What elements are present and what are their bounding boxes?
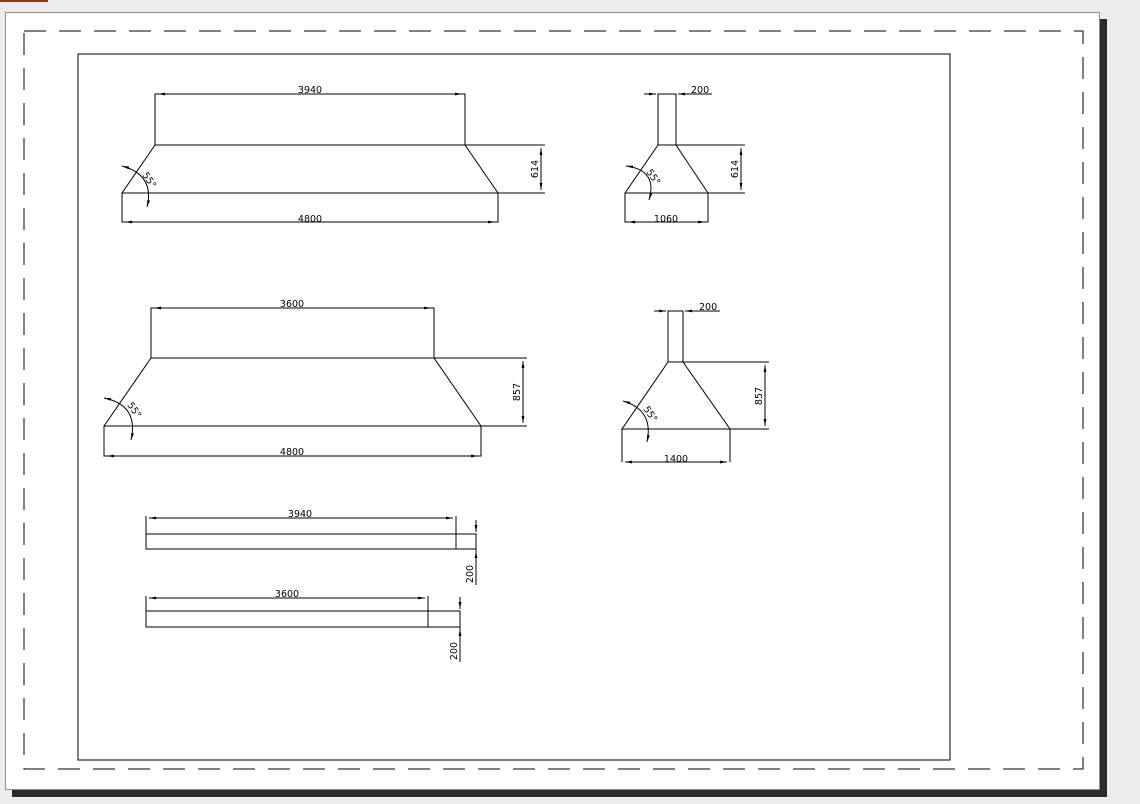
- strip1-length-label: 3940: [288, 509, 312, 520]
- view1-angle-label: 55°: [140, 170, 159, 190]
- view2-bottom-width-label: 1060: [654, 214, 678, 225]
- view4-angle-label: 55°: [641, 404, 660, 424]
- hood-side-view-1[interactable]: [624, 92, 745, 224]
- hood-front-view-2[interactable]: [103, 306, 527, 458]
- strip2-length-label: 3600: [275, 589, 299, 600]
- drawing-frame: [77, 53, 951, 761]
- view3-angle-arc: [103, 397, 134, 441]
- printable-area-border: [23, 30, 1084, 770]
- view3-top-width-label: 3600: [280, 299, 304, 310]
- hood-front-view-1[interactable]: [121, 92, 545, 224]
- view1-height-label: 614: [530, 160, 541, 178]
- view1-angle-arc: [121, 165, 151, 208]
- view2-neck-width-label: 200: [691, 85, 709, 96]
- view2-angle-arc: [625, 165, 653, 201]
- view1-top-width-label: 3940: [298, 85, 322, 96]
- view4-angle-arc: [622, 400, 650, 443]
- view1-body: [121, 144, 499, 223]
- view3-body: [103, 357, 482, 457]
- strip2-rect: [145, 610, 461, 628]
- view2-angle-label: 55°: [644, 167, 663, 187]
- view4-neck-width-label: 200: [699, 302, 717, 313]
- strip1-rect: [145, 533, 477, 550]
- view2-height-label: 614: [730, 160, 741, 178]
- top-plate-strip-1[interactable]: [145, 516, 478, 585]
- view3-outline: [150, 307, 435, 358]
- view4-bottom-width-label: 1400: [664, 454, 688, 465]
- window-corner-mark: [0, 0, 48, 2]
- view1-outline: [154, 93, 466, 145]
- view4-height-label: 857: [754, 387, 765, 405]
- view3-height-label: 857: [512, 383, 523, 401]
- strip2-height-label: 200: [449, 642, 460, 660]
- view3-bottom-width-label: 4800: [280, 447, 304, 458]
- view2-body: [624, 144, 709, 223]
- view4-neck: [667, 310, 684, 362]
- strip1-height-label: 200: [465, 565, 476, 583]
- paper-sheet: [5, 12, 1100, 790]
- view2-neck: [657, 93, 677, 145]
- top-plate-strip-2[interactable]: [145, 596, 462, 662]
- hood-side-view-2[interactable]: [621, 309, 769, 464]
- view3-angle-label: 55°: [125, 400, 144, 420]
- view4-body: [621, 361, 731, 430]
- view1-bottom-width-label: 4800: [298, 214, 322, 225]
